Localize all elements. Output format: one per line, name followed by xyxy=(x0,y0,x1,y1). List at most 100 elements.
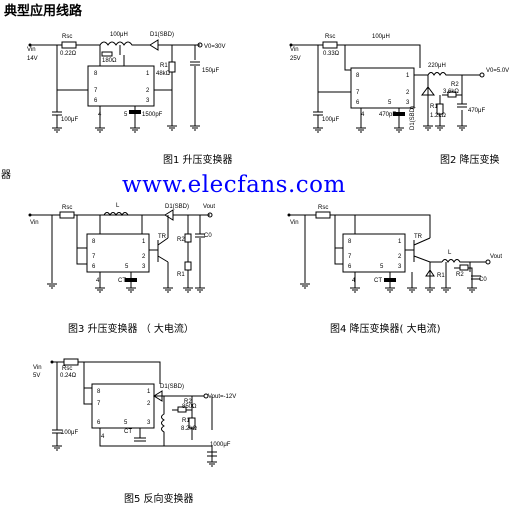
svg-text:5: 5 xyxy=(388,100,392,106)
svg-text:R1: R1 xyxy=(182,418,190,424)
svg-text:6: 6 xyxy=(356,100,360,106)
svg-text:48kΩ: 48kΩ xyxy=(156,71,171,77)
svg-text:4: 4 xyxy=(361,112,365,118)
svg-text:Vout=-12V: Vout=-12V xyxy=(208,394,236,400)
svg-text:3: 3 xyxy=(147,420,151,426)
svg-text:7: 7 xyxy=(92,254,96,260)
fig1-caption: 图1 升压变换器 xyxy=(163,155,233,166)
svg-text:8: 8 xyxy=(92,239,96,245)
svg-text:Vout: Vout xyxy=(203,204,215,210)
svg-text:3: 3 xyxy=(406,100,410,106)
svg-text:470pF: 470pF xyxy=(379,112,396,118)
svg-text:1.2kΩ: 1.2kΩ xyxy=(430,113,446,119)
svg-text:100μF: 100μF xyxy=(322,117,339,123)
svg-text:R2: R2 xyxy=(184,399,192,405)
svg-text:D1(SBD): D1(SBD) xyxy=(150,32,174,38)
orphan-char: 器 xyxy=(1,170,11,181)
svg-text:Rsc: Rsc xyxy=(62,34,72,40)
svg-text:CT: CT xyxy=(374,278,382,284)
svg-text:5V: 5V xyxy=(33,373,40,379)
svg-text:2: 2 xyxy=(398,254,402,260)
svg-text:3.6kΩ: 3.6kΩ xyxy=(443,89,459,95)
svg-text:3: 3 xyxy=(142,264,146,270)
svg-text:14V: 14V xyxy=(27,56,38,62)
fig1-pin2: 2 xyxy=(146,88,150,94)
svg-text:C0: C0 xyxy=(479,277,487,283)
svg-text:Vin: Vin xyxy=(290,47,299,53)
fig1-pin5: 5 xyxy=(124,112,128,118)
svg-text:4: 4 xyxy=(101,434,105,440)
svg-text:D1(SBD): D1(SBD) xyxy=(160,384,184,390)
svg-text:R2: R2 xyxy=(451,82,459,88)
svg-text:C0: C0 xyxy=(204,233,212,239)
svg-text:Vin: Vin xyxy=(33,365,42,371)
fig1-pin7: 7 xyxy=(94,88,98,94)
svg-text:7: 7 xyxy=(356,90,360,96)
svg-text:6: 6 xyxy=(92,264,96,270)
fig4-inductor xyxy=(441,259,486,263)
fig1-pin6: 6 xyxy=(94,98,98,104)
fig2-ic xyxy=(350,67,415,109)
svg-text:D1(SBD): D1(SBD) xyxy=(410,106,416,130)
svg-text:100μH: 100μH xyxy=(110,32,128,38)
svg-text:CT: CT xyxy=(124,429,132,435)
svg-text:100μH: 100μH xyxy=(372,34,390,40)
fig1-pin1: 1 xyxy=(146,71,150,77)
fig2-diode xyxy=(421,75,435,96)
svg-text:7: 7 xyxy=(97,401,101,407)
svg-text:180Ω: 180Ω xyxy=(102,58,117,64)
svg-text:R2: R2 xyxy=(456,272,464,278)
svg-text:220μH: 220μH xyxy=(428,63,446,69)
fig2-caption: 图2 降压变换 xyxy=(440,155,500,166)
fig1-schematic: 8 1 7 2 6 3 5 4 Rsc 0.22Ω Vin 14V 100μH … xyxy=(27,32,226,133)
svg-text:CT: CT xyxy=(118,278,126,284)
svg-text:Vin: Vin xyxy=(27,47,36,53)
fig4-transistor xyxy=(405,237,442,263)
svg-text:5: 5 xyxy=(125,264,129,270)
svg-text:470μF: 470μF xyxy=(468,108,485,114)
svg-text:5: 5 xyxy=(124,420,128,426)
svg-text:25V: 25V xyxy=(290,56,301,62)
svg-text:1000μF: 1000μF xyxy=(210,442,231,448)
watermark: www.elecfans.com xyxy=(122,172,346,198)
fig3-transistor xyxy=(149,215,169,288)
svg-text:8: 8 xyxy=(356,73,360,79)
svg-text:Rsc: Rsc xyxy=(318,205,328,211)
fig4-ic xyxy=(342,233,406,273)
svg-text:7: 7 xyxy=(348,254,352,260)
svg-text:V0=5.0V: V0=5.0V xyxy=(486,68,509,74)
svg-text:L: L xyxy=(116,203,120,209)
svg-text:R1: R1 xyxy=(437,273,445,279)
fig2-inductor xyxy=(414,72,480,76)
fig3-inductor xyxy=(103,212,129,216)
svg-text:L: L xyxy=(448,250,452,256)
svg-text:4: 4 xyxy=(352,278,356,284)
svg-text:0.33Ω: 0.33Ω xyxy=(323,51,340,57)
svg-text:TR: TR xyxy=(158,234,167,240)
svg-text:8: 8 xyxy=(97,389,101,395)
fig4-caption: 图4 降压变换器( 大电流) xyxy=(330,324,441,335)
svg-text:100μF: 100μF xyxy=(61,430,78,436)
fig3-ic xyxy=(86,233,150,273)
fig1-ic xyxy=(87,65,155,107)
fig5-ic xyxy=(91,383,155,429)
svg-text:1: 1 xyxy=(147,389,151,395)
fig3-diode xyxy=(164,209,210,221)
fig1-diode xyxy=(149,39,200,51)
svg-text:V0=30V: V0=30V xyxy=(204,44,226,50)
svg-text:Rsc: Rsc xyxy=(62,366,72,372)
svg-text:2: 2 xyxy=(406,90,410,96)
svg-text:2: 2 xyxy=(142,254,146,260)
svg-text:8: 8 xyxy=(348,239,352,245)
fig5-diode xyxy=(153,390,204,402)
svg-text:Rsc: Rsc xyxy=(325,34,335,40)
svg-text:1: 1 xyxy=(406,73,410,79)
svg-text:4: 4 xyxy=(96,278,100,284)
svg-text:3: 3 xyxy=(398,264,402,270)
svg-text:R1: R1 xyxy=(430,104,438,110)
